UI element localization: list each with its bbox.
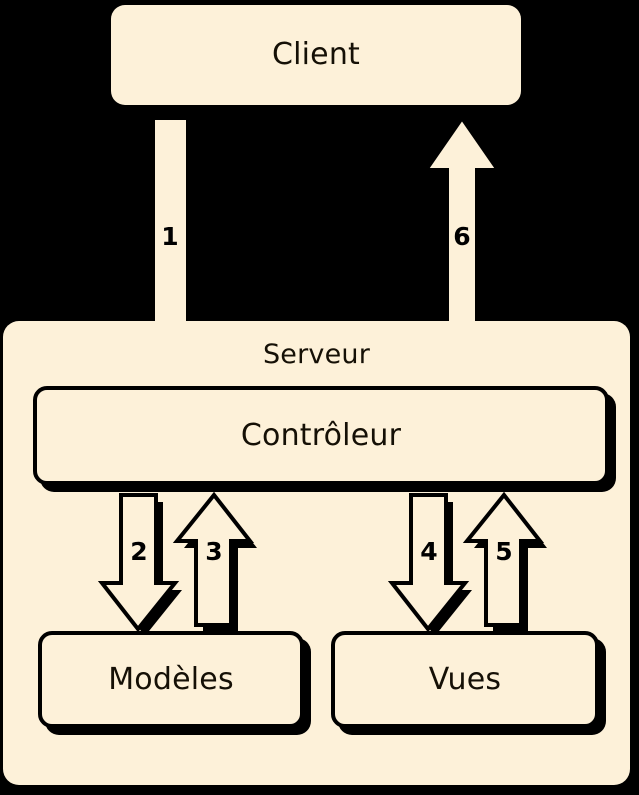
node-server-label: Serveur (262, 339, 371, 370)
arrow-3-models-to-controller: 3 (170, 489, 266, 632)
node-models[interactable]: Modèles (38, 631, 304, 728)
node-controller[interactable]: Contrôleur (33, 386, 609, 485)
arrow-5-views-to-controller: 5 (460, 489, 556, 632)
node-views-label: Vues (428, 661, 502, 697)
node-controller-label: Contrôleur (240, 417, 402, 453)
node-views[interactable]: Vues (331, 631, 599, 728)
node-client-label: Client (271, 37, 361, 72)
node-models-label: Modèles (108, 661, 234, 697)
node-client[interactable]: Client (111, 5, 521, 105)
